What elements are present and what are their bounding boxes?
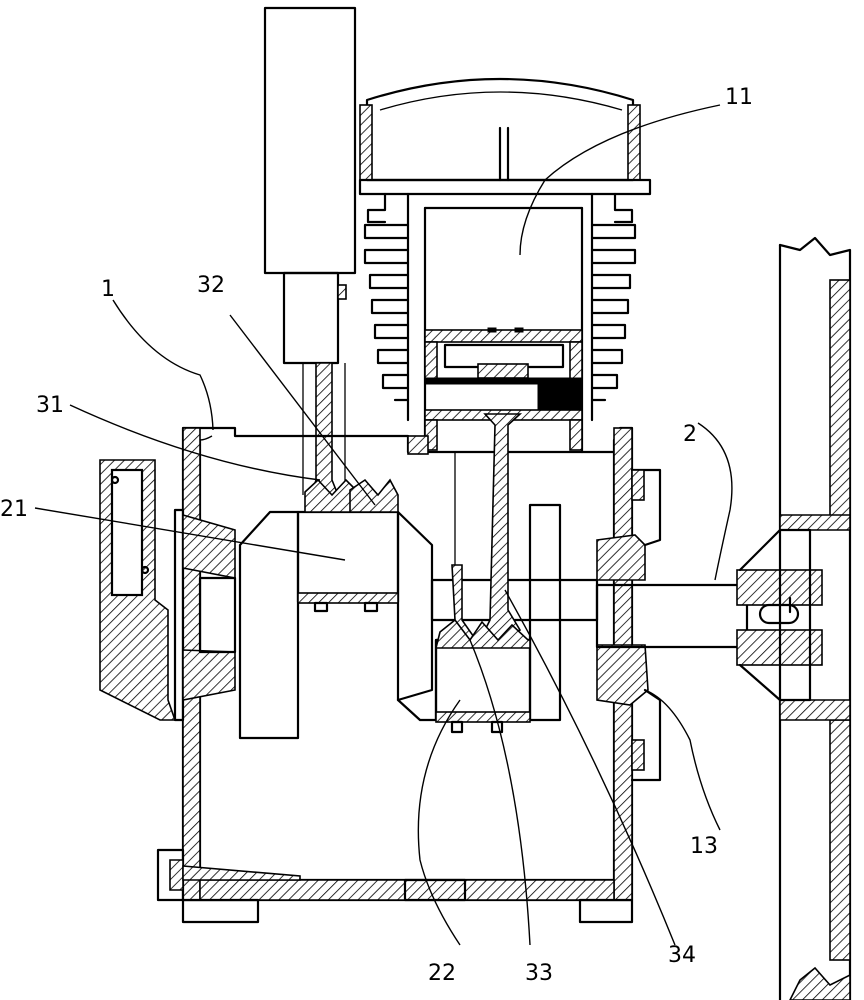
leader-lines bbox=[34, 104, 733, 946]
left-bearing bbox=[182, 513, 237, 701]
label-32: 32 bbox=[197, 273, 225, 298]
label-13: 13 bbox=[690, 834, 718, 859]
label-31: 31 bbox=[36, 393, 64, 418]
piston bbox=[424, 327, 583, 451]
crankshaft bbox=[238, 452, 599, 740]
label-34: 34 bbox=[668, 943, 696, 968]
cylinder-head bbox=[358, 77, 652, 196]
part-labels: 11 1 32 31 21 2 13 22 33 34 bbox=[0, 85, 753, 986]
label-11: 11 bbox=[725, 85, 753, 110]
left-side-cover bbox=[99, 459, 185, 722]
label-21: 21 bbox=[0, 497, 28, 522]
label-1: 1 bbox=[101, 277, 115, 302]
label-2: 2 bbox=[683, 422, 697, 447]
side-housing-upright bbox=[263, 6, 357, 365]
label-22: 22 bbox=[428, 961, 456, 986]
label-33: 33 bbox=[525, 961, 553, 986]
center-connecting-rods bbox=[434, 413, 531, 734]
right-bearing bbox=[596, 468, 662, 782]
left-crank-bearing bbox=[297, 478, 399, 613]
pulley bbox=[738, 236, 852, 1000]
